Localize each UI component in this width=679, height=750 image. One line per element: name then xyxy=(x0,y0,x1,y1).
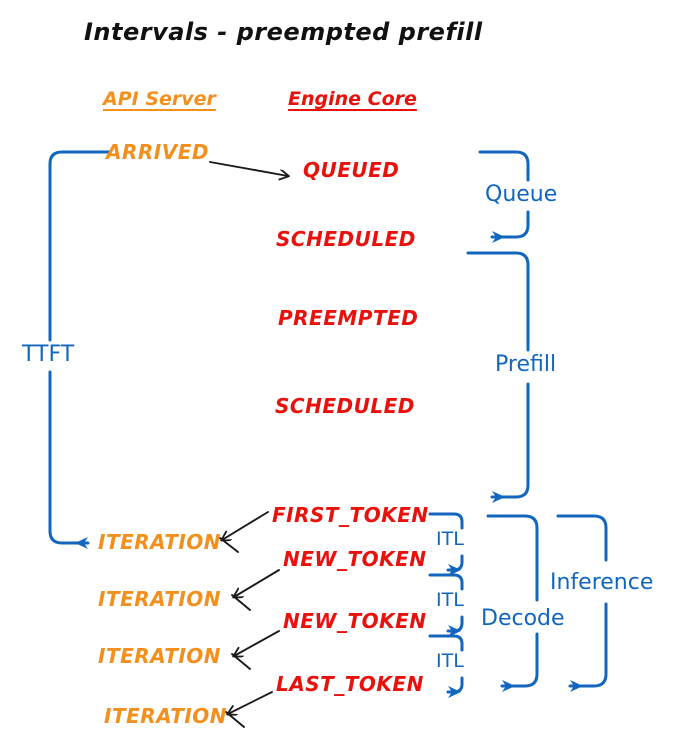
event-iteration-3: ITERATION xyxy=(98,644,222,668)
event-preempted: PREEMPTED xyxy=(278,306,419,330)
interval-label-prefill: Prefill xyxy=(495,352,557,377)
event-arrived: ARRIVED xyxy=(106,140,209,164)
event-iteration-4: ITERATION xyxy=(104,704,228,728)
event-first-token: FIRST_TOKEN xyxy=(272,503,429,527)
event-new-token-1: NEW_TOKEN xyxy=(283,547,427,571)
bracket-inference xyxy=(556,514,608,692)
arrow-first-token-to-iteration xyxy=(219,511,269,553)
interval-label-ttft: TTFT xyxy=(22,342,75,367)
bracket-decode xyxy=(486,514,539,692)
interval-label-itl-3: ITL xyxy=(436,650,464,672)
arrow-new-token-2-to-iteration xyxy=(231,630,280,670)
interval-label-inference: Inference xyxy=(550,570,654,595)
event-iteration-2: ITERATION xyxy=(98,587,222,611)
interval-label-itl-2: ITL xyxy=(436,589,464,611)
arrow-new-token-1-to-iteration xyxy=(231,569,280,611)
arrow-arrived-to-queued xyxy=(209,161,288,176)
column-header-engine-core: Engine Core xyxy=(288,88,417,110)
event-scheduled-1: SCHEDULED xyxy=(276,227,416,251)
event-queued: QUEUED xyxy=(303,158,400,182)
arrow-last-token-to-iteration xyxy=(225,691,273,728)
event-iteration-1: ITERATION xyxy=(98,530,222,554)
interval-label-itl-1: ITL xyxy=(436,528,464,550)
diagram-title: Intervals - preempted prefill xyxy=(84,18,483,46)
interval-label-queue: Queue xyxy=(485,182,558,207)
column-header-api-server: API Server xyxy=(103,88,216,110)
event-scheduled-2: SCHEDULED xyxy=(275,394,415,418)
interval-label-decode: Decode xyxy=(481,606,565,631)
event-new-token-2: NEW_TOKEN xyxy=(283,609,427,633)
event-last-token: LAST_TOKEN xyxy=(276,672,424,696)
